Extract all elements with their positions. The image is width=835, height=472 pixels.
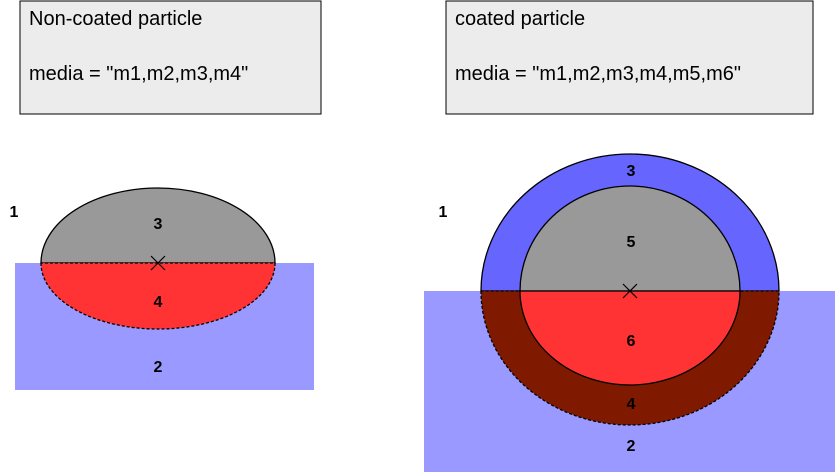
left-caption-box — [19, 0, 322, 115]
right-label-6: 6 — [627, 333, 636, 350]
right-label-3: 3 — [627, 163, 636, 180]
right-center-cross-icon — [622, 283, 638, 299]
left-upper-half-region — [40, 187, 276, 264]
left-caption-media: media = "m1,m2,m3,m4" — [29, 63, 248, 85]
left-panel: Non-coated particle media = "m1,m2,m3,m4… — [10, 0, 322, 390]
left-label-2: 2 — [154, 359, 163, 376]
left-caption-title: Non-coated particle — [29, 8, 202, 30]
right-label-5: 5 — [627, 234, 636, 251]
left-center-cross-icon — [150, 255, 166, 271]
left-label-1: 1 — [10, 204, 19, 221]
right-label-2: 2 — [627, 438, 636, 455]
right-caption-media: media = "m1,m2,m3,m4,m5,m6" — [455, 63, 741, 85]
left-lower-half-region — [40, 262, 276, 330]
right-label-4: 4 — [627, 396, 636, 413]
left-label-4: 4 — [154, 294, 163, 311]
right-label-1: 1 — [439, 204, 448, 221]
right-core-lower-region — [519, 290, 741, 386]
right-panel: coated particle media = "m1,m2,m3,m4,m5,… — [424, 0, 835, 472]
right-core-upper-region — [519, 185, 741, 292]
right-caption-title: coated particle — [455, 8, 585, 30]
right-caption-box — [445, 0, 814, 115]
left-label-3: 3 — [154, 216, 163, 233]
